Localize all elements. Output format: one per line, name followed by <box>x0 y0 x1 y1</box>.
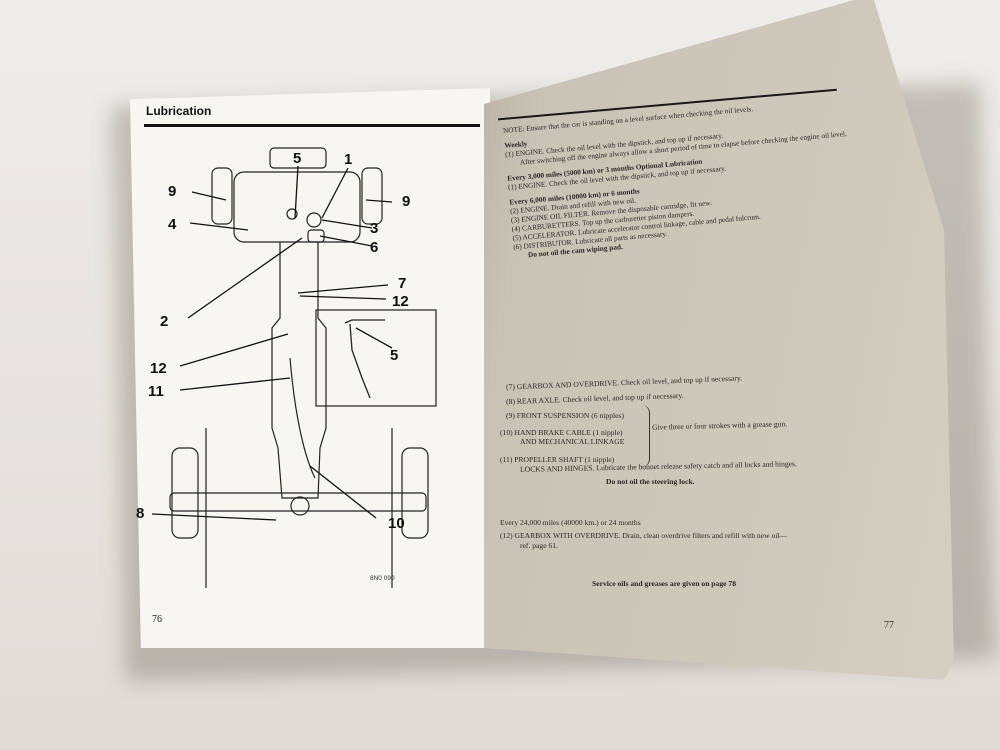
front-right-wheel <box>361 167 383 225</box>
gearbox24-ref: ref. page 61. <box>520 541 558 550</box>
propeller-line: (11) PROPELLER SHAFT (1 nipple) <box>500 455 615 464</box>
callout-6: 6 <box>370 239 378 256</box>
callout-8: 8 <box>136 505 144 522</box>
callout-5-inset: 5 <box>390 347 398 364</box>
callout-11: 11 <box>148 383 164 400</box>
every24000-heading: Every 24,000 miles (40000 km.) or 24 mon… <box>500 518 641 527</box>
callout-2: 2 <box>160 313 168 330</box>
left-page-number: 76 <box>152 614 162 625</box>
callout-10: 10 <box>388 515 405 532</box>
gearbox24-line: (12) GEARBOX WITH OVERDRIVE. Drain, clea… <box>500 531 788 540</box>
brace <box>641 405 650 467</box>
callout-1: 1 <box>344 151 352 168</box>
footer-note: Service oils and greases are given on pa… <box>592 579 736 588</box>
left-page: Lubrication 76 <box>130 88 490 648</box>
front-suspension-line: (9) FRONT SUSPENSION (6 nipples) <box>506 411 624 420</box>
callout-9-right: 9 <box>402 193 410 210</box>
callout-9-left: 9 <box>168 183 176 200</box>
rear-right-wheel <box>401 447 429 539</box>
callout-3: 3 <box>370 220 378 237</box>
front-left-wheel <box>211 167 233 225</box>
oil-filter-shape <box>306 212 322 228</box>
accelerator-inset-frame <box>315 309 437 407</box>
right-page-number: 77 <box>884 620 894 631</box>
rear-left-wheel <box>171 447 199 539</box>
accelerator-pedal <box>344 319 385 399</box>
hand-brake-line-2: AND MECHANICAL LINKAGE <box>520 437 625 446</box>
differential-shape <box>290 496 310 516</box>
drawing-code: 8N0 090 <box>370 575 395 582</box>
handbrake-cable <box>289 357 316 479</box>
tunnel-outline <box>271 242 327 499</box>
locks-note: Do not oil the steering lock. <box>606 477 695 486</box>
page-heading: Lubrication <box>146 104 212 118</box>
distributor-shape <box>307 229 325 243</box>
callout-7: 7 <box>398 275 406 292</box>
callout-12-upper: 12 <box>392 293 409 310</box>
callout-12-lower: 12 <box>150 360 167 377</box>
callout-4: 4 <box>168 216 177 233</box>
heading-rule <box>144 124 480 127</box>
carburetter-shape <box>286 208 298 220</box>
chassis-diagram: 5 1 9 3 4 9 6 7 12 2 5 12 11 8 10 8N0 09… <box>136 147 437 588</box>
hand-brake-line: (10) HAND BRAKE CABLE (1 nipple) <box>500 428 623 437</box>
rear-axle-outline <box>169 492 427 512</box>
callout-5-top: 5 <box>293 150 301 167</box>
